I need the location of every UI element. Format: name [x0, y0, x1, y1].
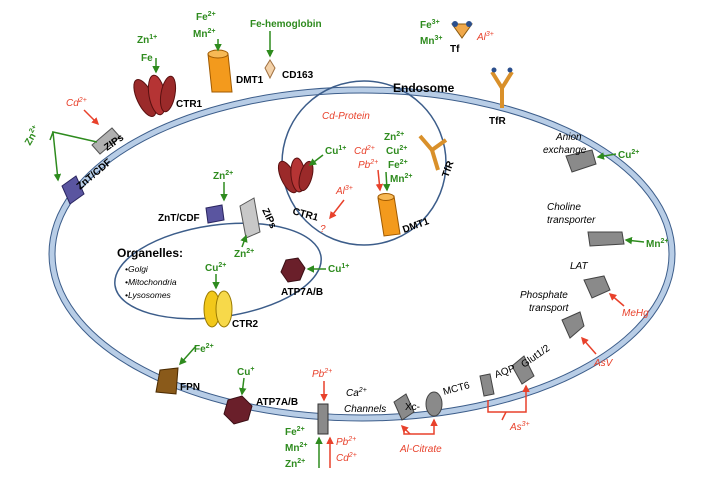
- phosphate-label-1: Phosphate: [520, 290, 568, 301]
- mct6-label: MCT6: [442, 380, 472, 398]
- cd2-ion-zips: Cd2+: [66, 97, 87, 109]
- mn2-ion-right: Mn2+: [646, 238, 668, 250]
- endosome-ctr1-transporter: [277, 157, 314, 194]
- dmt1-label: DMT1: [236, 75, 264, 86]
- unknown-fate: ?: [320, 224, 326, 235]
- zips-transporter: [91, 127, 121, 155]
- endosome-tfr-label: TfR: [440, 159, 456, 179]
- cu2-ion-endosome: Cu2+: [386, 145, 407, 157]
- cd2-ion-bottom: Cd2+: [336, 452, 357, 464]
- fe2-ion-fpn: Fe2+: [194, 343, 214, 355]
- endosome-title: Endosome: [393, 81, 455, 95]
- mn2-ion: Mn2+: [193, 28, 215, 40]
- fpn-transporter: [155, 367, 179, 395]
- fe2-ion-endosome: Fe2+: [388, 159, 408, 171]
- organelle-zips: [239, 197, 261, 239]
- ca2-ion: Ca2+: [346, 387, 367, 399]
- calcium-channel: [317, 403, 329, 435]
- zn2-ion-organelle-bottom: Zn2+: [234, 248, 254, 260]
- lysosomes-label: •Lysosomes: [125, 290, 172, 300]
- dmt1-transporter: [207, 49, 233, 93]
- mct6-transporter: [425, 391, 443, 417]
- znt-cdf-label: ZnT/CDF: [75, 157, 114, 192]
- organelle-znt-cdf-label: ZnT/CDF: [158, 213, 200, 224]
- cd2-ion-endosome: Cd2+: [354, 145, 375, 157]
- mitochondria-label: •Mitochondria: [125, 277, 177, 287]
- organelle-atp7ab-label: ATP7A/B: [281, 287, 323, 298]
- organelles-title: Organelles:: [117, 246, 183, 260]
- transferrin-icon: [451, 21, 473, 39]
- aqp-transporter: [479, 373, 495, 397]
- anion-exchange-label-2: exchange: [543, 145, 587, 156]
- fe2-ion: Fe2+: [196, 11, 216, 23]
- zn2-ion-organelle-top: Zn2+: [213, 170, 233, 182]
- cd163-label: CD163: [282, 70, 314, 81]
- atp7ab-label: ATP7A/B: [256, 397, 298, 408]
- choline-label-1: Choline: [547, 202, 581, 213]
- aqp-label: AQP: [493, 363, 517, 381]
- fe-ion: Fe: [141, 53, 153, 64]
- znt-cdf-transporter: [61, 175, 85, 205]
- atp7ab-transporter: [223, 395, 253, 425]
- ctr1-transporter: [133, 74, 177, 117]
- xc-label: Xc-: [405, 402, 420, 413]
- cu2-ion-right: Cu2+: [618, 149, 639, 161]
- phosphate-label-2: transport: [529, 303, 570, 314]
- cu1-ion-endosome: Cu1+: [325, 145, 346, 157]
- zn2-ion-left: Zn2+: [22, 124, 42, 147]
- organelle-ctr2-label: CTR2: [232, 319, 259, 330]
- choline-transporter: [587, 231, 625, 247]
- cu-plus-ion: Cu+: [237, 366, 254, 378]
- endosome-tfr-receptor: [418, 134, 448, 171]
- lat-transporter: [583, 275, 611, 299]
- anion-exchange-transporter: [565, 149, 597, 173]
- pb2-ion-endosome: Pb2+: [358, 159, 378, 171]
- mn2-ion-endosome: Mn2+: [390, 173, 412, 185]
- ctr1-label: CTR1: [176, 99, 203, 110]
- phosphate-transporter: [561, 311, 585, 339]
- pb2-ion-bottom: Pb2+: [336, 436, 356, 448]
- as3-ion: As3+: [509, 421, 530, 433]
- al-citrate-ion: Al-Citrate: [399, 444, 442, 455]
- glut-transporter: [511, 355, 535, 385]
- pb2-ion-top: Pb2+: [312, 368, 332, 380]
- tf-label: Tf: [450, 44, 460, 55]
- fe2-ion-bottom: Fe2+: [285, 426, 305, 438]
- choline-label-2: transporter: [547, 215, 596, 226]
- zn2-ion-bottom: Zn2+: [285, 458, 305, 470]
- anion-exchange-label-1: Anion: [555, 132, 582, 143]
- mehg-ion: MeHg: [622, 308, 649, 319]
- cd163-receptor: [264, 59, 276, 80]
- cu2-ion-organelle: Cu2+: [205, 262, 226, 274]
- fpn-label: FPN: [180, 382, 200, 393]
- endosome-dmt1-label: DMT1: [401, 216, 431, 236]
- organelle-ctr2: [203, 290, 233, 328]
- cd-protein-label: Cd-Protein: [322, 111, 370, 122]
- organelle-zips-label: ZIPs: [259, 207, 278, 231]
- fe3-ion: Fe3+: [420, 19, 440, 31]
- ca-channels-label: Channels: [344, 404, 386, 415]
- al3-ion-endosome: Al3+: [335, 185, 353, 197]
- fe-hemoglobin-label: Fe-hemoglobin: [250, 19, 322, 30]
- al3-ion: Al3+: [476, 31, 494, 43]
- zn1-ion: Zn1+: [137, 34, 157, 46]
- zn2-ion-endosome: Zn2+: [384, 131, 404, 143]
- golgi-label: •Golgi: [125, 264, 149, 274]
- organelle-atp7ab: [280, 257, 306, 283]
- mn3-ion: Mn3+: [420, 35, 442, 47]
- tfr-label: TfR: [489, 116, 506, 127]
- organelle-znt-cdf: [205, 204, 225, 224]
- tfr-receptor: [490, 67, 514, 108]
- lat-label: LAT: [570, 261, 588, 272]
- xc-transporter: [393, 393, 415, 421]
- cu1-ion-organelle: Cu1+: [328, 263, 349, 275]
- asv-ion: AsV: [593, 358, 614, 369]
- endosome-dmt1-transporter: [377, 193, 401, 237]
- mn2-ion-bottom: Mn2+: [285, 442, 307, 454]
